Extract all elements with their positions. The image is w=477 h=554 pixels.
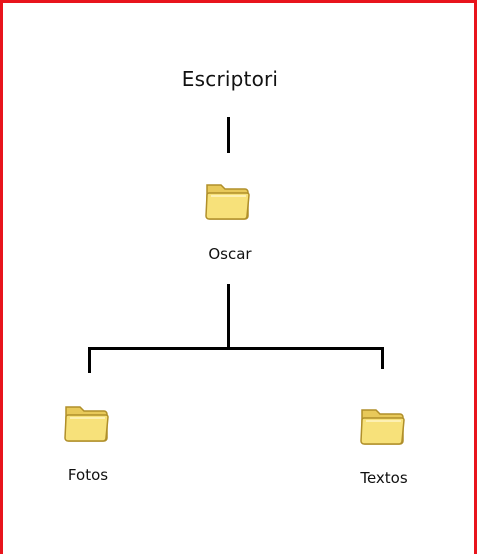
node-label-fotos: Fotos — [67, 466, 109, 484]
connector-branch-horizontal — [88, 347, 384, 350]
connector-root-to-oscar — [227, 117, 230, 153]
node-label-oscar: Oscar — [208, 245, 252, 263]
connector-branch-to-textos — [381, 347, 384, 369]
node-label-textos: Textos — [360, 469, 408, 487]
connector-branch-to-fotos — [88, 347, 91, 373]
connector-oscar-to-branch — [227, 284, 230, 348]
folder-icon — [205, 184, 250, 220]
folder-icon — [360, 409, 405, 445]
root-node-label: Escriptori — [181, 67, 279, 91]
folder-icon — [64, 406, 109, 442]
